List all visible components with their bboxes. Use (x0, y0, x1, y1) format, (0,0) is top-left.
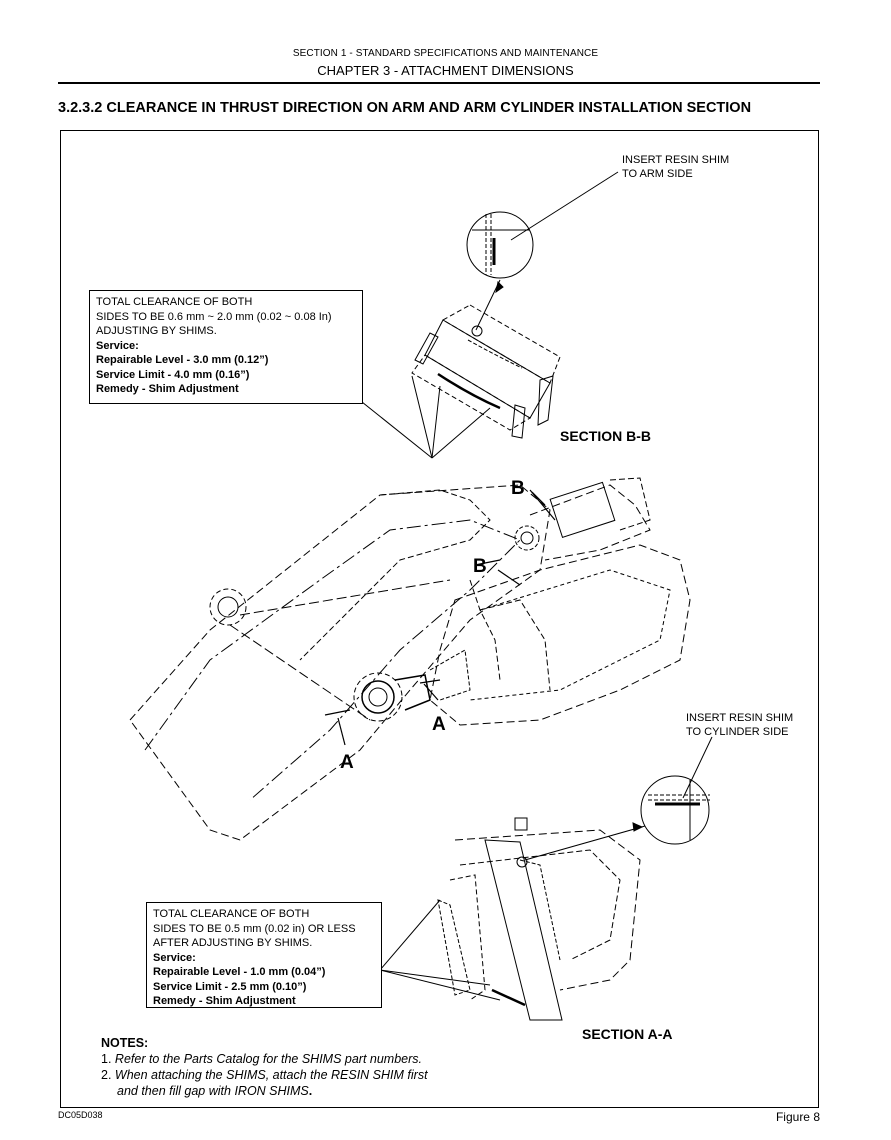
callout-bb-clearance: TOTAL CLEARANCE OF BOTH SIDES TO BE 0.6 … (89, 290, 363, 404)
label-section-aa: SECTION A-A (582, 1026, 673, 1042)
leader-aa-1 (379, 899, 441, 971)
leader-bb-1 (361, 401, 433, 459)
section-letter-b-top: B (511, 478, 525, 499)
section-letter-a-left: A (340, 752, 354, 773)
label-section-bb: SECTION B-B (560, 428, 651, 444)
leader-cylinder-shim (682, 736, 713, 799)
section-aa-drawing (437, 817, 641, 1021)
figure-number: Figure 8 (775, 1110, 820, 1124)
detail-circle-arm (466, 211, 534, 279)
page-title: 3.2.3.2 CLEARANCE IN THRUST DIRECTION ON… (58, 100, 752, 116)
header-rule (58, 82, 820, 84)
leader-detail-cyl (524, 825, 646, 861)
leader-arm-shim (510, 171, 619, 241)
note-2-cont: and then fill gap with IRON SHIMS. (117, 1084, 313, 1098)
section-header: SECTION 1 - STANDARD SPECIFICATIONS AND … (292, 48, 599, 59)
notes-block: NOTES: 1. Refer to the Parts Catalog for… (101, 1035, 428, 1099)
arm-assembly (129, 477, 691, 841)
note-1: 1. Refer to the Parts Catalog for the SH… (101, 1052, 423, 1066)
figure-frame (60, 130, 819, 1108)
callout-aa-clearance: TOTAL CLEARANCE OF BOTH SIDES TO BE 0.5 … (146, 902, 382, 1008)
section-bb-drawing (411, 304, 561, 439)
label-insert-cylinder: INSERT RESIN SHIM TO CYLINDER SIDE (686, 712, 794, 738)
label-insert-arm: INSERT RESIN SHIM TO ARM SIDE (622, 154, 730, 180)
leader-detail-to-section (475, 279, 501, 331)
document-id: DC05D038 (58, 1110, 103, 1120)
section-marks (324, 489, 556, 746)
chapter-header: CHAPTER 3 - ATTACHMENT DIMENSIONS (317, 63, 574, 78)
section-letter-b-bottom: B (473, 556, 487, 577)
notes-heading: NOTES: (101, 1036, 149, 1050)
note-2: 2. When attaching the SHIMS, attach the … (101, 1068, 428, 1082)
section-letter-a-right: A (432, 714, 446, 735)
detail-circle-cylinder (640, 775, 710, 845)
